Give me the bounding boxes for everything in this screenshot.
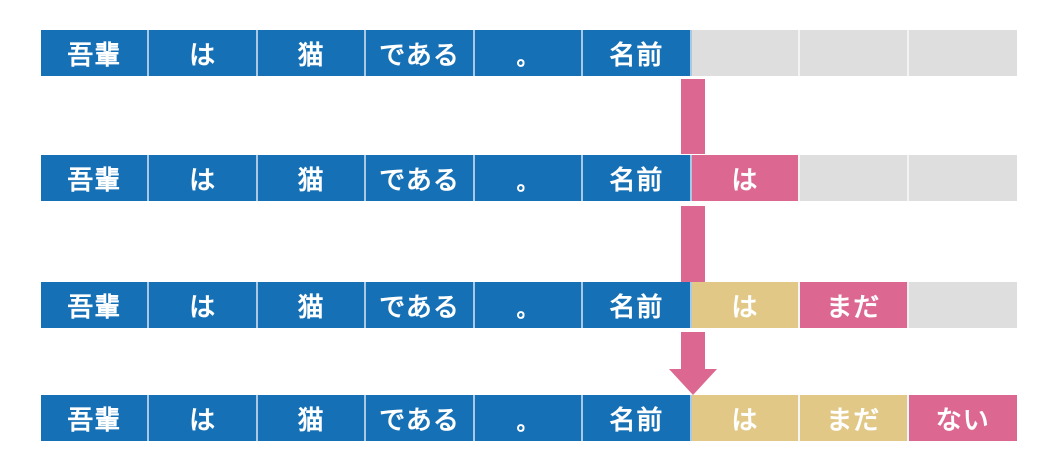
generated-token-cell: は: [691, 155, 801, 201]
flow-connector: [681, 79, 705, 154]
previous-token-cell: まだ: [800, 395, 909, 441]
generated-token-cell: ない: [908, 395, 1017, 441]
token-cell: 。: [474, 282, 584, 328]
token-cell: 吾輩: [41, 155, 150, 201]
token-cell: 名前: [583, 282, 692, 328]
empty-slot: [908, 155, 1017, 201]
generated-token-cell: まだ: [800, 282, 909, 328]
token-cell: 吾輩: [41, 282, 150, 328]
arrow-shaft: [681, 332, 705, 370]
token-cell: 猫: [257, 282, 367, 328]
token-cell: は: [149, 282, 258, 328]
empty-slot: [908, 282, 1017, 328]
previous-token-cell: は: [691, 395, 801, 441]
token-cell: 猫: [257, 395, 367, 441]
down-arrow-icon: [669, 369, 717, 395]
empty-slot: [800, 155, 909, 201]
token-cell: 。: [474, 155, 584, 201]
token-cell: 名前: [583, 395, 692, 441]
empty-slot: [691, 30, 801, 76]
token-cell: は: [149, 395, 258, 441]
token-row-step-2: 吾輩 は 猫 である 。 名前 は: [41, 155, 1017, 201]
token-cell: 猫: [257, 155, 367, 201]
token-cell: である: [366, 30, 475, 76]
token-cell: 猫: [257, 30, 367, 76]
token-row-step-3: 吾輩 は 猫 である 。 名前 は まだ: [41, 282, 1017, 328]
empty-slot: [908, 30, 1017, 76]
token-cell: である: [366, 282, 475, 328]
token-cell: 吾輩: [41, 395, 150, 441]
token-cell: 名前: [583, 30, 692, 76]
token-cell: 吾輩: [41, 30, 150, 76]
previous-token-cell: は: [691, 282, 801, 328]
token-cell: である: [366, 395, 475, 441]
token-cell: 名前: [583, 155, 692, 201]
token-cell: は: [149, 30, 258, 76]
token-row-step-4: 吾輩 は 猫 である 。 名前 は まだ ない: [41, 395, 1017, 441]
token-row-step-1: 吾輩 は 猫 である 。 名前: [41, 30, 1017, 76]
token-cell: は: [149, 155, 258, 201]
flow-connector: [681, 206, 705, 282]
token-cell: 。: [474, 30, 584, 76]
token-cell: である: [366, 155, 475, 201]
empty-slot: [800, 30, 909, 76]
token-cell: 。: [474, 395, 584, 441]
